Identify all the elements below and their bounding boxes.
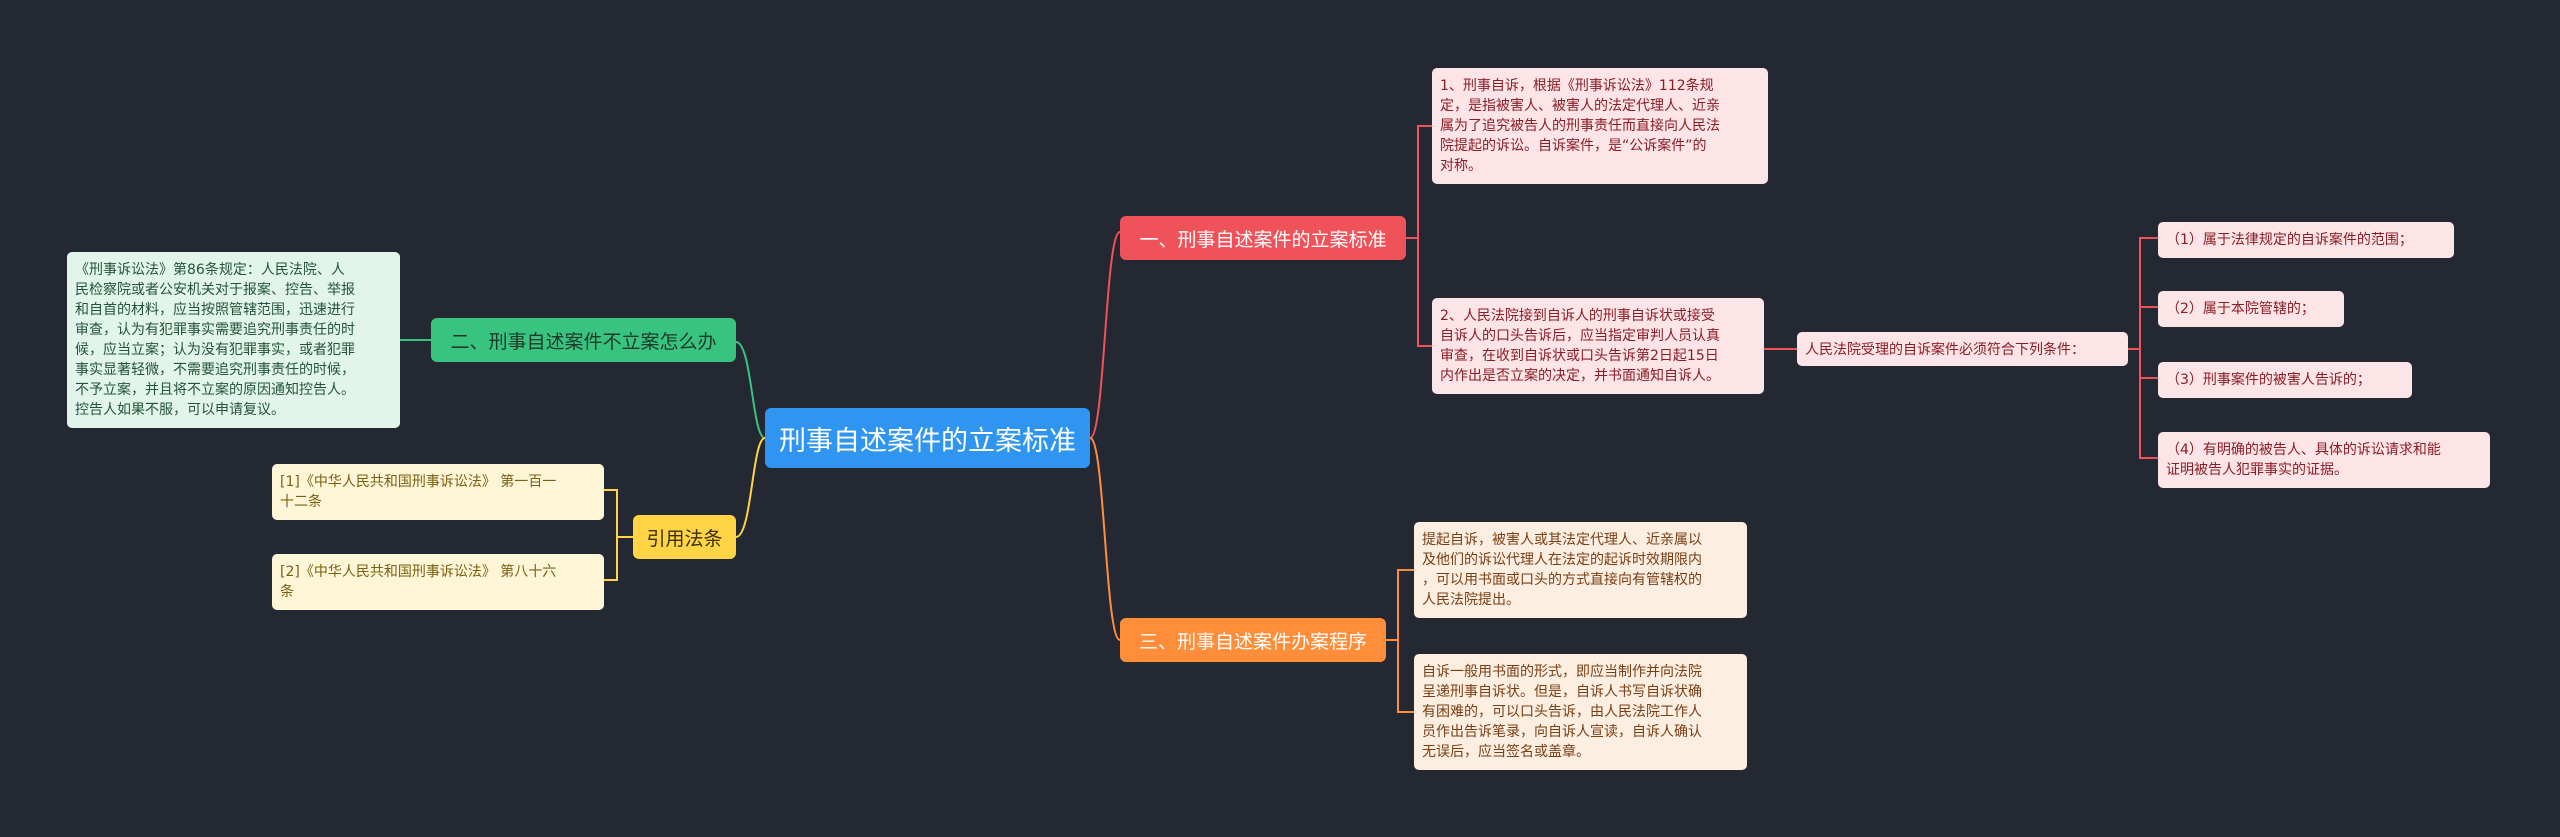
citation-item[interactable]: [2]《中华人民共和国刑事诉讼法》 第八十六 条 [272, 554, 604, 610]
branch-no-filing[interactable]: 二、刑事自述案件不立案怎么办 [431, 318, 736, 362]
leaf-review-process[interactable]: 2、人民法院接到自诉人的刑事自诉状或接受 自诉人的口头告诉后，应当指定审判人员认… [1432, 298, 1764, 394]
branch-filing-standard[interactable]: 一、刑事自述案件的立案标准 [1120, 216, 1406, 260]
condition-item[interactable]: （4）有明确的被告人、具体的诉讼请求和能 证明被告人犯罪事实的证据。 [2158, 432, 2490, 488]
branch-citations[interactable]: 引用法条 [633, 515, 736, 559]
condition-item[interactable]: （2）属于本院管辖的； [2158, 291, 2344, 327]
conditions-node[interactable]: 人民法院受理的自诉案件必须符合下列条件： [1797, 332, 2128, 366]
leaf-article-86[interactable]: 《刑事诉讼法》第86条规定：人民法院、人 民检察院或者公安机关对于报案、控告、举… [67, 252, 400, 428]
leaf-definition[interactable]: 1、刑事自诉，根据《刑事诉讼法》112条规 定，是指被害人、被害人的法定代理人、… [1432, 68, 1768, 184]
root-topic[interactable]: 刑事自述案件的立案标准 [765, 408, 1090, 468]
leaf-written-form[interactable]: 自诉一般用书面的形式，即应当制作并向法院 呈递刑事自诉状。但是，自诉人书写自诉状… [1414, 654, 1747, 770]
condition-item[interactable]: （3）刑事案件的被害人告诉的； [2158, 362, 2412, 398]
condition-item[interactable]: （1）属于法律规定的自诉案件的范围； [2158, 222, 2454, 258]
leaf-filing-method[interactable]: 提起自诉，被害人或其法定代理人、近亲属以 及他们的诉讼代理人在法定的起诉时效期限… [1414, 522, 1747, 618]
branch-procedure[interactable]: 三、刑事自述案件办案程序 [1120, 618, 1386, 662]
citation-item[interactable]: [1]《中华人民共和国刑事诉讼法》 第一百一 十二条 [272, 464, 604, 520]
